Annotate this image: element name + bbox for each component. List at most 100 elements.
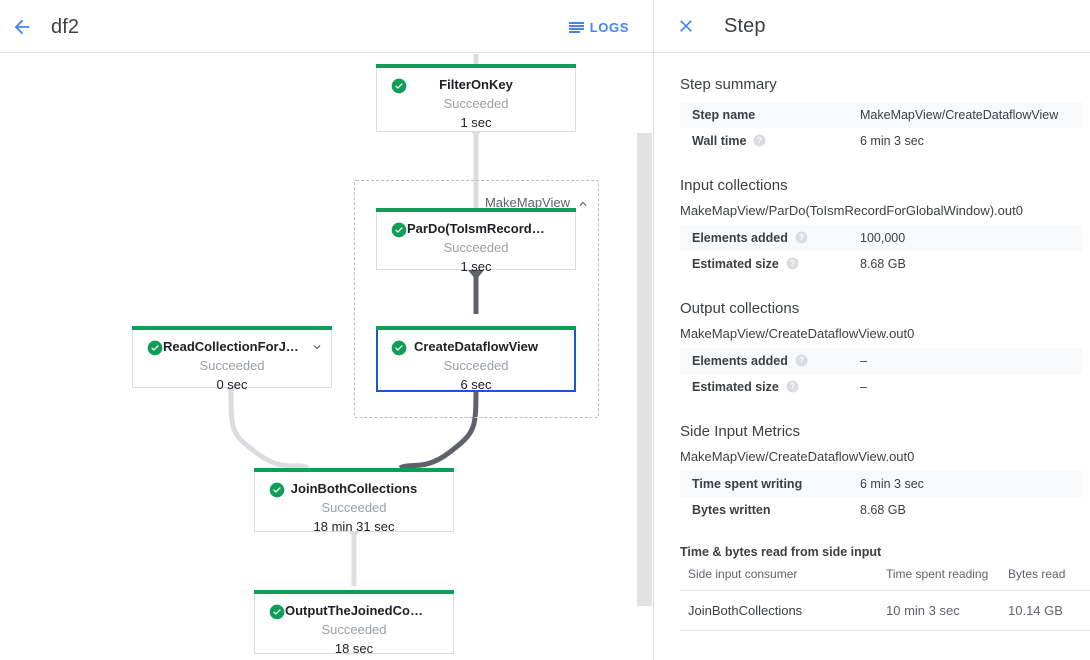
section-title: Input collections (680, 177, 788, 194)
chevron-up-icon[interactable] (576, 197, 590, 211)
row-value: 100,000 (860, 225, 1082, 251)
table-row: Wall time? 6 min 3 sec (680, 128, 1082, 154)
status-bar (254, 468, 454, 472)
row-key: Estimated size? (680, 374, 860, 400)
node-body: CreateDataflowView Succeeded 6 sec (378, 330, 574, 394)
section-title: Output collections (680, 300, 800, 317)
node-time: 18 sec (334, 641, 374, 656)
node-body: ReadCollectionForJoin Succeeded 0 sec (133, 330, 331, 394)
graph-node-filter-on-key[interactable]: FilterOnKey Succeeded 1 sec (376, 64, 576, 132)
help-circle-icon[interactable]: ? (795, 231, 808, 244)
svg-text:?: ? (757, 136, 762, 145)
check-circle-icon (391, 340, 407, 356)
row-key: Estimated size? (680, 251, 860, 277)
table-row: Step name MakeMapView/CreateDataflowView (680, 102, 1082, 128)
job-graph-pane: df2 LOGS (0, 13, 653, 660)
node-body: JoinBothCollections Succeeded 18 min 31 … (255, 472, 453, 536)
node-status: Succeeded (443, 358, 509, 373)
step-panel-header: Step (654, 0, 1090, 53)
logs-button[interactable]: LOGS (568, 15, 629, 39)
step-details-pane: Step Step summary Step name MakeMapView/… (653, 0, 1090, 660)
arrow-left-icon[interactable] (8, 13, 36, 41)
node-time: 1 sec (460, 259, 492, 274)
section-title: Side Input Metrics (680, 423, 801, 440)
column-header-consumer: Side input consumer (680, 564, 886, 591)
node-status: Succeeded (443, 240, 509, 255)
svg-text:?: ? (799, 356, 804, 365)
row-key-label: Elements added (692, 231, 788, 245)
row-key: Elements added? (680, 225, 860, 251)
check-circle-icon (391, 78, 407, 94)
row-value: – (860, 348, 1082, 374)
side-input-read-table: Side input consumer Time spent reading B… (680, 564, 1090, 631)
job-graph-canvas[interactable]: MakeMapView FilterOnKey (0, 54, 653, 660)
help-circle-icon[interactable]: ? (753, 134, 766, 147)
node-time: 0 sec (216, 377, 248, 392)
step-panel-body: Step summary Step name MakeMapView/Creat… (654, 53, 1090, 659)
row-key: Step name (680, 102, 860, 128)
row-key-label: Wall time (692, 134, 747, 148)
cell-time: 10 min 3 sec (886, 590, 1008, 631)
node-status: Succeeded (321, 500, 387, 515)
collection-name: MakeMapView/CreateDataflowView.out0 (680, 326, 915, 341)
table-row: Elements added? 100,000 (680, 225, 1082, 251)
row-value: 6 min 3 sec (860, 471, 1082, 497)
node-time: 6 sec (460, 377, 492, 392)
graph-scrollbar-thumb[interactable] (637, 133, 652, 606)
svg-text:?: ? (799, 233, 804, 242)
node-status: Succeeded (443, 96, 509, 111)
step-panel-title: Step (724, 14, 766, 37)
help-circle-icon[interactable]: ? (786, 380, 799, 393)
row-key: Wall time? (680, 128, 860, 154)
help-circle-icon[interactable]: ? (786, 257, 799, 270)
section-side-input-metrics: Side Input Metrics MakeMapView/CreateDat… (654, 400, 1090, 631)
row-key-label: Estimated size (692, 257, 779, 271)
row-value: – (860, 380, 867, 394)
table-row: JoinBothCollections 10 min 3 sec 10.14 G… (680, 590, 1090, 631)
status-bar (376, 64, 576, 68)
side-input-metrics-table: Time spent writing 6 min 3 sec Bytes wri… (680, 471, 1082, 523)
output-collections-table: Elements added? – Estimated size? – (680, 348, 1082, 400)
node-time: 18 min 31 sec (313, 519, 395, 534)
column-header-bytes: Bytes read (1008, 564, 1090, 591)
row-key: Elements added? (680, 348, 860, 374)
svg-text:?: ? (790, 259, 795, 268)
table-row: Time spent writing 6 min 3 sec (680, 471, 1082, 497)
table-row: Estimated size? 8.68 GB (680, 251, 1082, 277)
section-step-summary: Step summary Step name MakeMapView/Creat… (654, 53, 1090, 154)
check-circle-icon (269, 482, 285, 498)
help-circle-icon[interactable]: ? (795, 354, 808, 367)
check-circle-icon (391, 222, 407, 238)
status-bar (376, 326, 576, 330)
logs-list-icon (568, 21, 584, 33)
node-body: FilterOnKey Succeeded 1 sec (377, 68, 575, 132)
node-name: CreateDataflowView (413, 339, 539, 354)
graph-node-create-dataflow-view[interactable]: CreateDataflowView Succeeded 6 sec (376, 326, 576, 394)
table-header-row: Side input consumer Time spent reading B… (680, 564, 1090, 591)
row-value: 6 min 3 sec (860, 134, 924, 148)
node-status: Succeeded (199, 358, 265, 373)
graph-node-pardo-to-ism-record[interactable]: ParDo(ToIsmRecordFor… Succeeded 1 sec (376, 208, 576, 274)
graph-node-join-both-collections[interactable]: JoinBothCollections Succeeded 18 min 31 … (254, 468, 454, 534)
table-row: Bytes written 8.68 GB (680, 497, 1082, 523)
chevron-down-icon[interactable] (310, 340, 324, 354)
graph-node-read-collection-for-join[interactable]: ReadCollectionForJoin Succeeded 0 sec (132, 326, 332, 392)
cell-consumer: JoinBothCollections (680, 590, 886, 631)
step-summary-table: Step name MakeMapView/CreateDataflowView… (680, 102, 1082, 154)
check-circle-icon (269, 604, 285, 620)
table-header: Side input consumer Time spent reading B… (680, 564, 1090, 591)
table-row: Estimated size? – (680, 374, 1082, 400)
close-x-icon[interactable] (674, 14, 698, 38)
graph-node-output-the-joined-collection[interactable]: OutputTheJoinedCollec… Succeeded 18 sec (254, 590, 454, 656)
logs-button-label: LOGS (589, 19, 629, 35)
section-output-collections: Output collections MakeMapView/CreateDat… (654, 277, 1090, 400)
status-bar (132, 326, 332, 330)
collection-name: MakeMapView/CreateDataflowView.out0 (680, 449, 915, 464)
row-value: MakeMapView/CreateDataflowView (860, 102, 1082, 128)
composite-group-makemapview[interactable]: MakeMapView (354, 180, 599, 418)
collection-name: MakeMapView/ParDo(ToIsmRecordForGlobalWi… (680, 203, 1023, 218)
node-status: Succeeded (321, 622, 387, 637)
row-key: Time spent writing (680, 471, 860, 497)
side-input-subheading: Time & bytes read from side input (680, 545, 882, 559)
